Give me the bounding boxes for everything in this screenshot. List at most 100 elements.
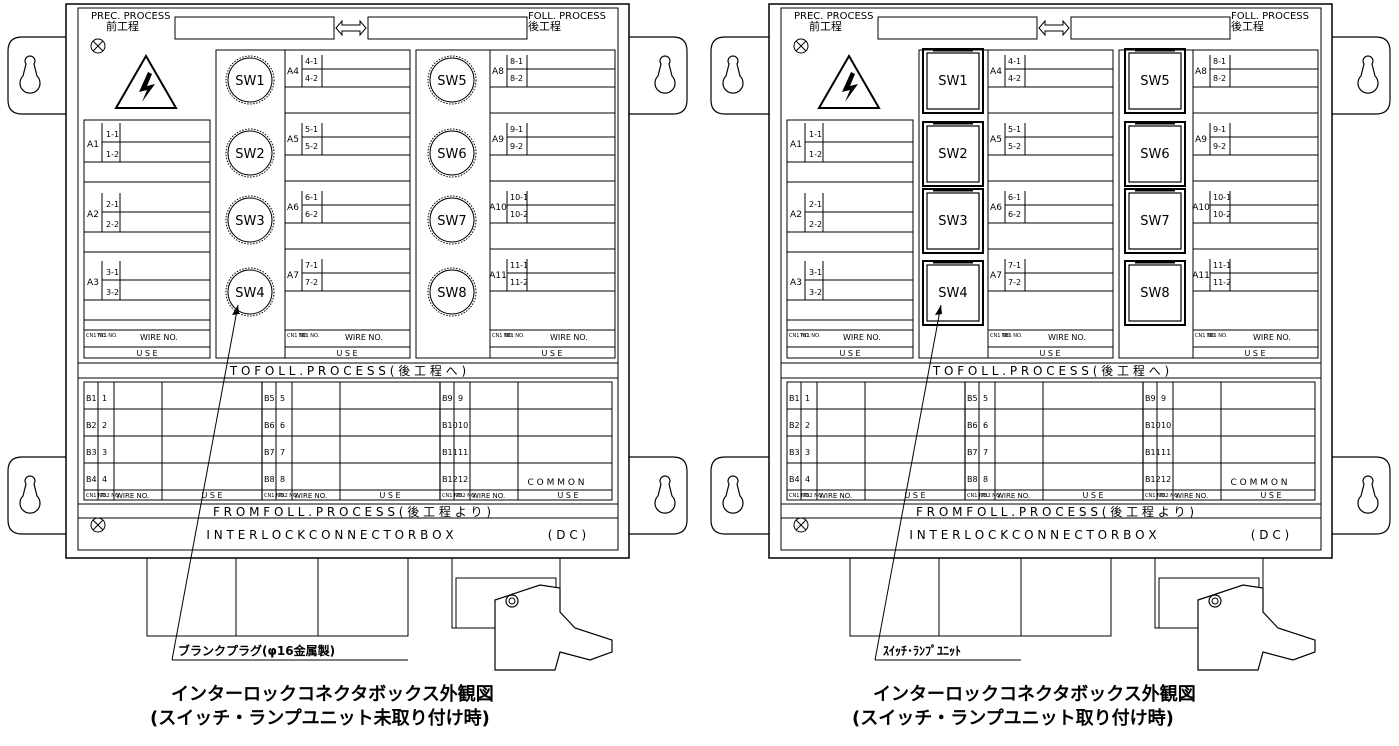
tb2-no-label: TB2 NO. — [99, 493, 121, 499]
terminal-no: 3 — [805, 448, 810, 457]
cn1-no-label: CN1 NO. — [86, 333, 107, 339]
keyhole-slot — [1357, 55, 1379, 94]
terminal-subno: 7-1 — [1008, 261, 1021, 270]
terminal-subno: 1-2 — [106, 150, 119, 159]
terminal-no: 9 — [1161, 394, 1166, 403]
double-arrow-icon — [1038, 19, 1070, 37]
wire-no-label: WIRE NO. — [819, 492, 852, 500]
switch-lamp-unit-face — [926, 264, 980, 322]
foll-process-field — [1070, 16, 1231, 40]
wire-no-label: WIRE NO. — [116, 492, 149, 500]
terminal-subno: 8-2 — [1213, 74, 1226, 83]
terminal-b-label: B7 — [967, 448, 978, 457]
keyhole-slot — [722, 55, 744, 94]
cn1-no-label: CN1 NO. — [789, 493, 810, 499]
terminal-b-label: B11 — [442, 448, 458, 457]
terminal-no: 11 — [458, 448, 468, 457]
terminal-subno: 8-1 — [1213, 57, 1226, 66]
keyhole-slot — [1357, 475, 1379, 514]
box-inner — [77, 7, 619, 551]
mounting-flange-left — [710, 36, 769, 115]
terminal-no: 6 — [280, 421, 285, 430]
terminal-no: 3 — [102, 448, 107, 457]
foll-process-label: FOLL. PROCESS — [1231, 11, 1309, 22]
tb1-no-label: TB1 NO. — [298, 333, 320, 339]
wire-no-label: WIRE NO. — [345, 333, 383, 342]
caption-right-line1: インターロックコネクタボックス外観図 — [873, 684, 1196, 705]
terminal-a-label: A4 — [990, 67, 1002, 77]
use-label: U S E — [557, 491, 578, 500]
terminal-b-label: B12 — [442, 475, 458, 484]
terminal-b-label: B1 — [789, 394, 800, 403]
switch-label: SW5 — [437, 74, 466, 89]
terminal-subno: 11-1 — [510, 261, 528, 270]
lightning-bolt-icon — [139, 72, 155, 102]
terminal-b-label: B6 — [967, 421, 978, 430]
terminal-subno: 10-1 — [510, 193, 528, 202]
switch-label: SW3 — [938, 214, 967, 229]
blank-plug — [429, 130, 475, 176]
terminal-no: 2 — [102, 421, 107, 430]
keyhole-slot — [19, 475, 41, 514]
prec-process-jp-label: 前工程 — [809, 19, 842, 33]
wire-no-label: WIRE NO. — [1048, 333, 1086, 342]
cn1-no-label: CN1 NO. — [1145, 493, 1166, 499]
switch-label: SW6 — [437, 147, 466, 162]
switch-label: SW3 — [235, 214, 264, 229]
terminal-subno: 3-2 — [809, 288, 822, 297]
terminal-subno: 10-2 — [510, 210, 528, 219]
caption-left-line2: (スイッチ・ランプユニット未取り付け時) — [150, 708, 490, 729]
switch-label: SW2 — [235, 147, 264, 162]
terminal-b-label: B5 — [264, 394, 275, 403]
blank-plug-outer — [225, 195, 275, 245]
terminal-subno: 11-2 — [1213, 278, 1231, 287]
terminal-subno: 11-1 — [1213, 261, 1231, 270]
terminal-a-label: A2 — [87, 210, 99, 220]
terminal-subno: 6-1 — [1008, 193, 1021, 202]
terminal-subno: 6-2 — [305, 210, 318, 219]
terminal-subno: 2-1 — [106, 200, 119, 209]
cn1-no-label: CN1 NO. — [990, 333, 1011, 339]
latch-lever — [1197, 584, 1316, 671]
terminal-a-label: A6 — [990, 203, 1002, 213]
switch-label: SW2 — [938, 147, 967, 162]
terminal-subno: 5-2 — [305, 142, 318, 151]
latch-lever — [494, 584, 613, 671]
cn1-no-label: CN1 NO. — [264, 493, 285, 499]
terminal-subno: 3-1 — [809, 268, 822, 277]
foll-process-field — [367, 16, 528, 40]
connector-housing — [849, 558, 1112, 637]
cn1-no-label: CN1 NO. — [967, 493, 988, 499]
cn1-no-label: CN1 NO. — [492, 333, 513, 339]
terminal-a-label: A2 — [790, 210, 802, 220]
use-label: U S E — [1244, 349, 1265, 358]
mounting-flange-right — [629, 36, 688, 115]
switch-column-b — [415, 49, 491, 359]
terminal-a-label: A3 — [87, 278, 99, 288]
terminal-subno: 9-1 — [510, 125, 523, 134]
b-tables — [83, 381, 613, 501]
terminal-a-label: A10 — [489, 203, 507, 213]
terminal-no: 7 — [983, 448, 988, 457]
use-label: U S E — [201, 491, 222, 500]
terminal-a-label: A9 — [492, 135, 504, 145]
tb1-no-label: TB1 NO. — [1206, 333, 1228, 339]
terminal-a-label: A10 — [1192, 203, 1210, 213]
terminal-no: 12 — [1161, 475, 1171, 484]
mounting-flange-left — [7, 36, 66, 115]
table-left — [786, 119, 914, 359]
terminal-subno: 1-1 — [809, 130, 822, 139]
cn1-no-label: CN1 NO. — [287, 333, 308, 339]
terminal-a-label: A3 — [790, 278, 802, 288]
switch-label: SW8 — [437, 286, 466, 301]
wire-no-label: WIRE NO. — [997, 492, 1030, 500]
b-tables — [786, 381, 1316, 501]
terminal-subno: 3-2 — [106, 288, 119, 297]
callout-label: ｽｲｯﾁ･ﾗﾝﾌﾟﾕﾆｯﾄ — [883, 643, 961, 658]
foll-process-jp-label: 後工程 — [528, 19, 561, 33]
terminal-subno: 8-2 — [510, 74, 523, 83]
foll-process-jp-label: 後工程 — [1231, 19, 1264, 33]
terminal-no: 7 — [280, 448, 285, 457]
